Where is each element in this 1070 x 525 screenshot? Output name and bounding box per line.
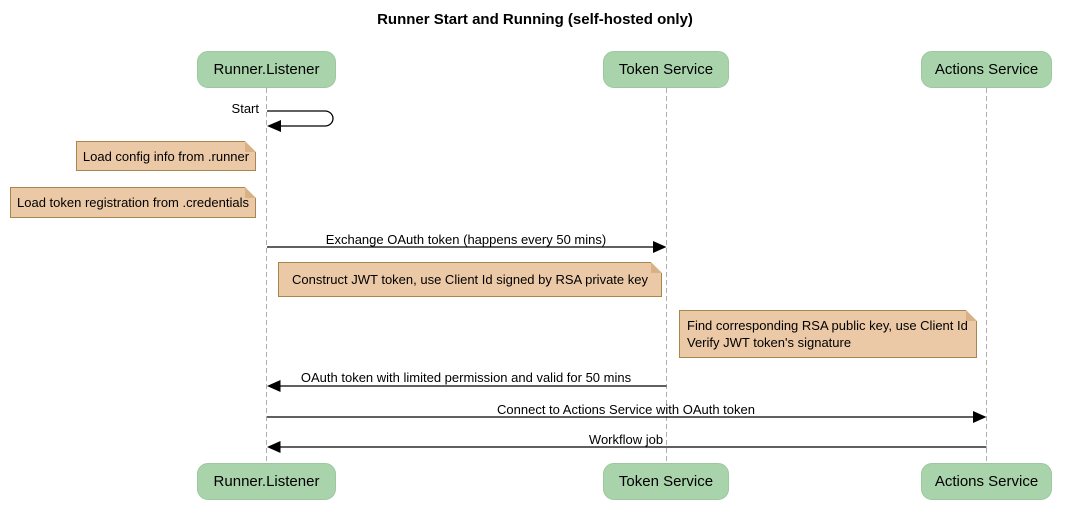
message-label-oauth-token-response: OAuth token with limited permission and …	[300, 370, 632, 385]
note-construct-jwt: Construct JWT token, use Client Id signe…	[278, 262, 662, 297]
message-label-workflow-job: Workflow job	[588, 432, 664, 447]
participant-actions-service-bottom: Actions Service	[921, 463, 1052, 500]
participant-actions-service-top: Actions Service	[921, 51, 1052, 88]
participant-label: Runner.Listener	[213, 61, 320, 78]
note-line: Find corresponding RSA public key, use C…	[687, 318, 968, 333]
note-line: Load token registration from .credential…	[17, 195, 249, 210]
note-line: Load config info from .runner	[82, 148, 250, 164]
message-label-exchange-oauth-token: Exchange OAuth token (happens every 50 m…	[325, 232, 607, 247]
participant-label: Token Service	[618, 473, 714, 490]
arrow-oauth-token-response-arrowhead	[267, 380, 281, 392]
self-arrow-start-arrowhead	[267, 120, 281, 132]
message-label-start: Start	[231, 101, 259, 116]
message-label-connect-actions-service: Connect to Actions Service with OAuth to…	[497, 402, 755, 417]
participant-token-service-bottom: Token Service	[603, 463, 729, 500]
participant-label: Token Service	[618, 61, 714, 78]
participant-label: Actions Service	[934, 473, 1039, 490]
participant-runner-listener-top: Runner.Listener	[197, 51, 336, 88]
note-load-token-registration: Load token registration from .credential…	[10, 187, 256, 218]
diagram-title: Runner Start and Running (self-hosted on…	[377, 11, 693, 28]
self-arrow-start	[267, 110, 334, 127]
participant-label: Runner.Listener	[213, 473, 320, 490]
participant-label: Actions Service	[934, 61, 1039, 78]
arrow-exchange-oauth-token-arrowhead	[653, 241, 667, 253]
note-load-config: Load config info from .runner	[76, 141, 256, 171]
arrow-workflow-job-arrowhead	[267, 441, 281, 453]
note-line: Verify JWT token's signature	[687, 335, 852, 350]
participant-token-service-top: Token Service	[603, 51, 729, 88]
arrow-connect-actions-service-arrowhead	[973, 411, 987, 423]
participant-runner-listener-bottom: Runner.Listener	[197, 463, 336, 500]
note-line: Construct JWT token, use Client Id signe…	[292, 272, 648, 287]
note-verify-jwt: Find corresponding RSA public key, use C…	[679, 310, 977, 358]
